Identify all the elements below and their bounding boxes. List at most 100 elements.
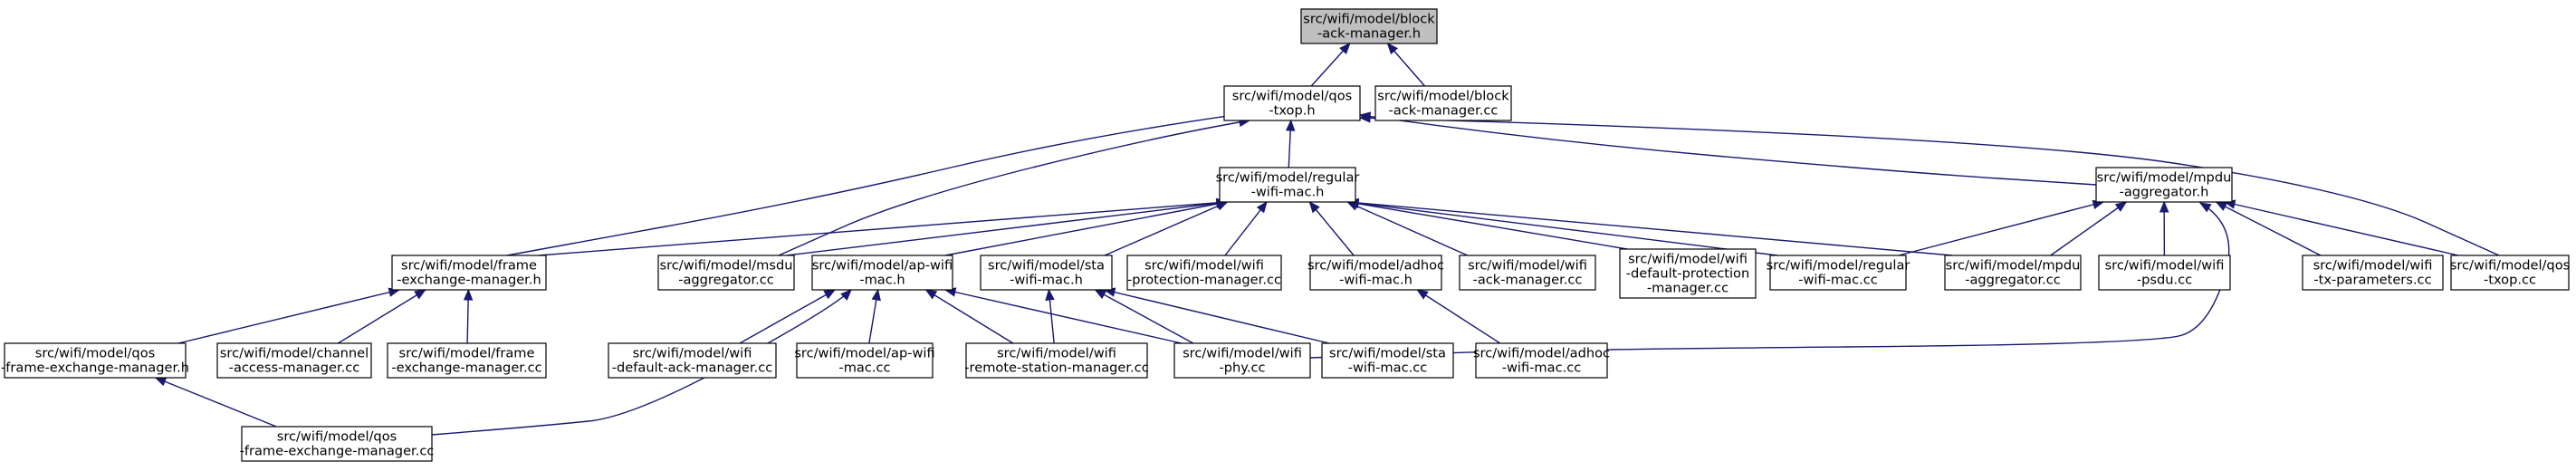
edge-n3-to-n1: [1285, 119, 1296, 168]
edge-arrowhead: [871, 288, 881, 302]
node-label-line: -psdu.cc: [2137, 273, 2192, 288]
edge-arrowhead: [2114, 201, 2128, 212]
node-label-line: src/wifi/model/sta: [1329, 346, 1446, 361]
edge-line: [1347, 201, 1778, 256]
node-label-line: src/wifi/model/wifi: [1183, 346, 1302, 361]
graph-node[interactable]: src/wifi/model/wifi-psdu.cc: [2098, 255, 2231, 291]
node-box: [1309, 255, 1442, 291]
node-box: [216, 342, 372, 379]
graph-node[interactable]: src/wifi/model/adhoc-wifi-mac.h: [1307, 255, 1444, 291]
node-box: [2095, 167, 2233, 203]
node-box: [2302, 255, 2444, 291]
edge-line: [1346, 201, 1469, 256]
node-label-line: -wifi-mac.h: [1010, 273, 1083, 288]
edge-arrowhead: [2198, 202, 2212, 213]
graph-node[interactable]: src/wifi/model/regular-wifi-mac.cc: [1767, 255, 1910, 291]
nodes-layer: src/wifi/model/block-ack-manager.hsrc/wi…: [1, 8, 2570, 462]
edge-n2-to-n0: [1386, 43, 1426, 87]
graph-node[interactable]: src/wifi/model/sta-wifi-mac.h: [980, 255, 1113, 291]
edge-line: [431, 289, 852, 436]
node-label-line: src/wifi/model/wifi: [1468, 258, 1587, 274]
graph-node[interactable]: src/wifi/model/qos-txop.cc: [2450, 255, 2570, 291]
node-label-line: -aggregator.h: [2120, 185, 2209, 200]
edge-line: [538, 201, 1228, 256]
edge-n10-to-n3: [1308, 200, 1355, 256]
node-box: [1769, 255, 1907, 291]
node-box: [1944, 255, 2082, 291]
graph-node[interactable]: src/wifi/model/qos-txop.h: [1223, 85, 1361, 121]
node-box: [1475, 342, 1608, 379]
graph-node[interactable]: src/wifi/model/frame-exchange-manager.h: [391, 255, 547, 291]
edge-line: [1095, 289, 1194, 344]
graph-node[interactable]: src/wifi/model/ap-wifi-mac.h: [811, 255, 953, 291]
edge-line: [739, 289, 836, 344]
node-label-line: -txop.cc: [2484, 273, 2536, 288]
edge-arrowhead: [2159, 200, 2169, 213]
edge-line: [1359, 114, 2097, 186]
graph-node[interactable]: src/wifi/model/ap-wifi-mac.cc: [794, 342, 935, 379]
graph-node[interactable]: src/wifi/model/wifi-default-protection-m…: [1619, 248, 1757, 299]
node-label-line: -mac.h: [859, 273, 905, 288]
node-label-line: -wifi-mac.cc: [1798, 273, 1878, 288]
edge-line: [925, 289, 1014, 344]
node-label-line: src/wifi/model/ap-wifi: [812, 258, 953, 274]
graph-node[interactable]: src/wifi/model/wifi-protection-manager.c…: [1126, 255, 1282, 291]
edge-n23-to-n7: [924, 289, 1014, 344]
node-box: [1619, 248, 1757, 299]
edge-n21-to-n7: [739, 289, 837, 344]
node-label-line: src/wifi/model/wifi: [1628, 252, 1748, 267]
node-label-line: -default-ack-manager.cc: [612, 360, 773, 376]
edge-n24-to-n7: [943, 287, 1183, 344]
graph-node[interactable]: src/wifi/model/mpdu-aggregator.cc: [1944, 255, 2082, 291]
edge-line: [2216, 201, 2322, 256]
edge-line: [2050, 201, 2127, 256]
edge-n23-to-n8: [1045, 288, 1055, 344]
graph-node[interactable]: src/wifi/model/wifi-remote-station-manag…: [964, 342, 1149, 379]
node-label-line: src/wifi/model/ap-wifi: [794, 346, 934, 361]
edge-line: [506, 113, 1241, 256]
node-box: [657, 255, 795, 291]
node-label-line: -access-manager.cc: [229, 360, 360, 376]
node-label-line: src/wifi/model/wifi: [997, 346, 1116, 361]
edge-line: [337, 289, 426, 344]
graph-node[interactable]: src/wifi/model/wifi-default-ack-manager.…: [608, 342, 777, 379]
graph-node[interactable]: src/wifi/model/mpdu-aggregator.h: [2095, 167, 2233, 203]
graph-node[interactable]: src/wifi/model/msdu-aggregator.cc: [657, 255, 795, 291]
edge-line: [786, 201, 1228, 256]
node-label-line: src/wifi/model/frame: [399, 346, 535, 361]
graph-node[interactable]: src/wifi/model/frame-exchange-manager.cc: [387, 342, 547, 379]
node-label-line: src/wifi/model/adhoc: [1307, 258, 1444, 274]
edge-n22-to-n7: [868, 288, 881, 344]
node-label-line: -manager.cc: [1647, 281, 1729, 296]
graph-node[interactable]: src/wifi/model/qos-frame-exchange-manage…: [240, 426, 435, 462]
node-label-line: src/wifi/model/adhoc: [1473, 346, 1610, 361]
graph-node[interactable]: src/wifi/model/wifi-tx-parameters.cc: [2302, 255, 2444, 291]
graph-node[interactable]: src/wifi/model/wifi-phy.cc: [1173, 342, 1311, 379]
graph-node[interactable]: src/wifi/model/regular-wifi-mac.h: [1216, 167, 1360, 203]
graph-node[interactable]: src/wifi/model/block-ack-manager.cc: [1374, 85, 1512, 121]
edge-line: [944, 289, 1183, 344]
edge-n25-to-n8: [1103, 287, 1330, 344]
edge-n24-to-n8: [1094, 289, 1194, 344]
edge-arrowhead: [924, 289, 938, 300]
node-box: [608, 342, 777, 379]
node-box: [4, 342, 187, 379]
edge-line: [1359, 117, 2500, 256]
graph-node[interactable]: src/wifi/model/adhoc-wifi-mac.cc: [1473, 342, 1610, 379]
edge-arrowhead: [1308, 200, 1320, 214]
node-box: [1459, 255, 1596, 291]
graph-node[interactable]: src/wifi/model/wifi-ack-manager.cc: [1459, 255, 1596, 291]
node-label-line: src/wifi/model/wifi: [2313, 258, 2433, 274]
edge-arrowhead: [2215, 201, 2228, 211]
graph-node[interactable]: src/wifi/model/channel-access-manager.cc: [216, 342, 372, 379]
node-label-line: src/wifi/model/mpdu: [2097, 170, 2232, 186]
node-box: [1173, 342, 1311, 379]
edge-arrowhead: [1339, 43, 1351, 55]
node-label-line: -wifi-mac.cc: [1502, 360, 1582, 376]
graph-node[interactable]: src/wifi/model/sta-wifi-mac.cc: [1321, 342, 1454, 379]
node-box: [796, 342, 934, 379]
graph-node[interactable]: src/wifi/model/qos-frame-exchange-manage…: [1, 342, 189, 379]
edge-n14-to-n3: [1346, 197, 1953, 256]
node-label-line: src/wifi/model/regular: [1767, 258, 1910, 274]
